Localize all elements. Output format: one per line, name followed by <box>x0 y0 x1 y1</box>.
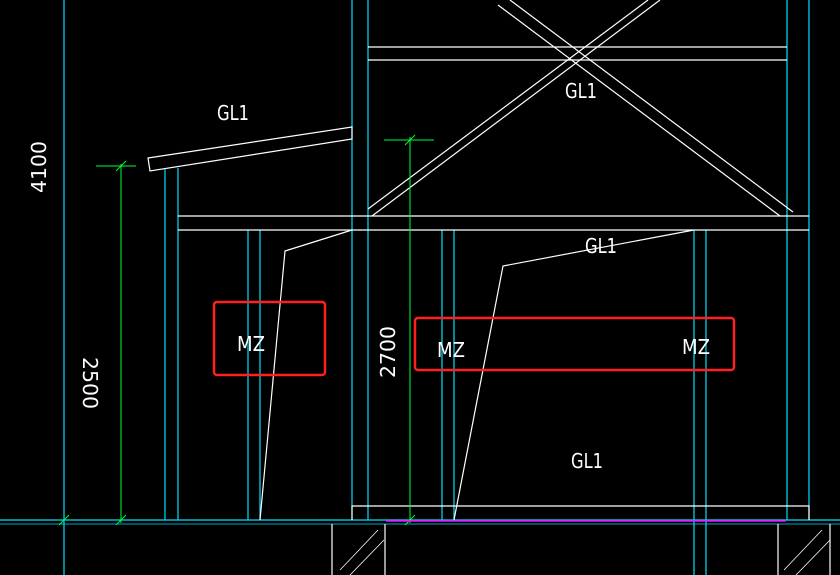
dimension-text-2700: 2700 <box>376 326 400 378</box>
dimension-tick <box>115 160 127 172</box>
brace <box>367 0 649 210</box>
dimension-text-2500: 2500 <box>78 357 102 409</box>
dimension-tick <box>404 514 416 526</box>
door-swing-right <box>453 229 695 521</box>
footing-outline <box>351 505 810 520</box>
brace <box>509 0 794 213</box>
dimension-tick <box>115 514 127 526</box>
mz-label-left: MZ <box>237 332 265 356</box>
mz-right-highlight-box[interactable] <box>413 316 736 372</box>
gl1-label-top: GL1 <box>565 79 597 103</box>
gl1-label-left: GL1 <box>217 101 249 125</box>
green-dimensions <box>58 134 434 526</box>
door-swing-left <box>259 229 353 521</box>
brace <box>371 0 661 217</box>
canopy-roof <box>147 126 353 172</box>
hatch-mark <box>349 539 385 575</box>
brace <box>497 4 781 217</box>
hatch-mark <box>339 529 379 571</box>
hatch-mark <box>795 539 831 575</box>
mz-label-right-a: MZ <box>437 338 465 362</box>
mz-label-right-b: MZ <box>682 335 710 359</box>
hatch-mark <box>783 529 823 571</box>
dimension-tick <box>404 134 416 146</box>
dimension-tick <box>58 514 70 526</box>
gl1-label-bottom: GL1 <box>571 449 603 473</box>
dimension-text-4100: 4100 <box>27 141 51 193</box>
white-linework <box>147 0 831 575</box>
mz-left-highlight-box[interactable] <box>212 300 327 377</box>
gl1-label-mid: GL1 <box>585 234 617 258</box>
